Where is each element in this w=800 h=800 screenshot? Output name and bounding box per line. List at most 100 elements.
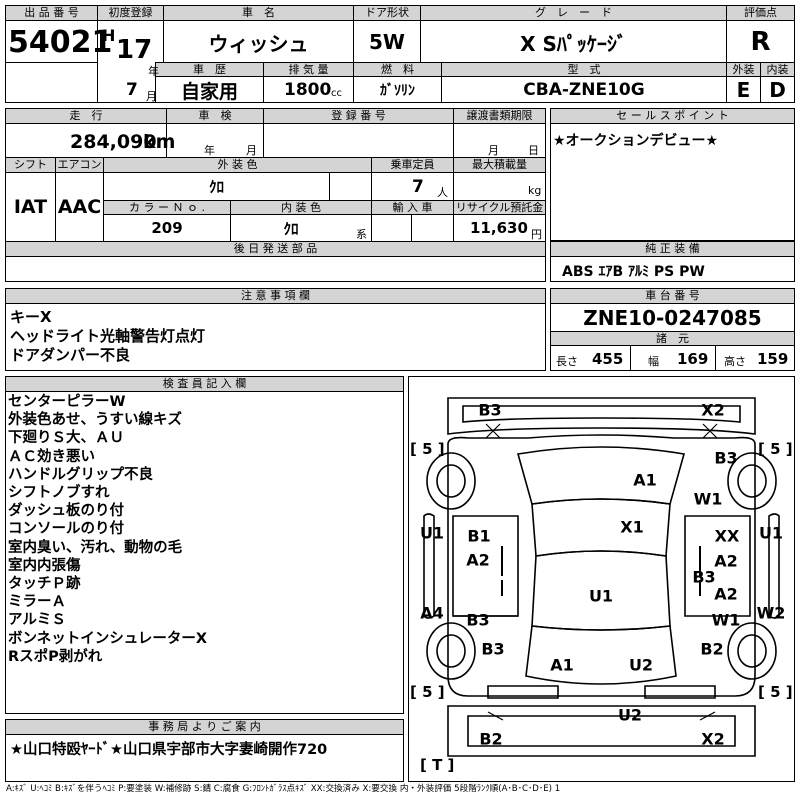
color: ｸﾛ	[208, 178, 224, 196]
inspection-label: 車 検	[198, 109, 232, 122]
height-value: 159	[757, 350, 789, 368]
recycle-label: リサイクル預託金	[455, 201, 544, 214]
month-unit: 月	[146, 90, 157, 103]
ext-score: E	[736, 78, 751, 102]
inspection-year-unit: 年	[204, 144, 215, 157]
mark-w2: W2	[756, 603, 786, 623]
tire-bracket-tl: [ 5 ]	[410, 440, 445, 458]
mark-u2-bottom: U2	[617, 705, 643, 725]
score-label: 評価点	[744, 6, 777, 19]
inspector-line: ハンドルグリップ不良	[8, 466, 153, 483]
capacity-label: 乗車定員	[390, 158, 435, 171]
width-label: 幅	[648, 355, 659, 368]
displacement-unit: cc	[331, 88, 342, 99]
inspector-line: コンソールのり付	[8, 521, 124, 538]
ext-label: 外装	[732, 63, 755, 76]
length-value: 455	[592, 350, 624, 368]
header-label-strip	[6, 6, 794, 20]
tire-bracket-tr: [ 5 ]	[758, 440, 793, 458]
note-line: キーX	[10, 308, 52, 326]
chassis-number: ZNE10-0247085	[583, 306, 762, 330]
office-text: ★山口特殴ﾔｰﾄﾞ★山口県宇部市大字妻崎開作720	[10, 742, 328, 758]
tire-bracket-bl: [ 5 ]	[410, 683, 445, 701]
mark-xx: XX	[714, 526, 740, 546]
color-label: 外 装 色	[217, 158, 258, 171]
height-label: 高さ	[724, 355, 746, 368]
mark-b2-bl: B2	[479, 729, 503, 749]
era: H	[102, 25, 116, 45]
legend: A:ｷｽﾞ U:ﾍｺﾐ B:ｷｽﾞを伴うﾍｺﾐ P:要塗装 W:補修跡 S:錆 …	[6, 784, 561, 794]
capacity: 7	[412, 176, 424, 197]
tire-bracket-br: [ 5 ]	[758, 683, 793, 701]
mileage-unit: km	[143, 131, 176, 153]
mark-w1-front: W1	[693, 489, 723, 509]
year-unit: 年	[148, 65, 159, 78]
lot-label: 出 品 番 号	[24, 6, 79, 19]
sales-point-box	[550, 108, 795, 241]
equipment-label: 純 正 装 備	[551, 242, 794, 257]
first-reg-label: 初度登録	[108, 6, 153, 19]
width-value: 169	[677, 350, 709, 368]
mark-u1-mid: U1	[588, 586, 614, 606]
grade-label: グ レ ー ド	[535, 6, 612, 19]
name-label: 車 名	[242, 6, 275, 19]
dims-label: 諸 元	[551, 332, 794, 346]
car-diagram	[423, 397, 780, 757]
model-label: 型 式	[567, 63, 601, 76]
shift-label: シフト	[14, 158, 47, 171]
capacity-unit: 人	[437, 186, 448, 199]
inspector-line: シフトノブすれ	[8, 485, 110, 502]
sales-point-label: セ ー ル ス ポ イ ン ト	[551, 109, 794, 124]
inspector-box	[5, 376, 404, 714]
door-label: ドア形状	[365, 6, 409, 19]
inspector-line: RスポP剥がれ	[8, 648, 103, 665]
mark-b3-right: B3	[692, 567, 716, 587]
inspector-list: センターピラーW 外装色あせ、うすい線キズ 下廻りＳ大、ＡＵ ＡＣ効き悪い ハン…	[8, 393, 207, 666]
int-label: 内装	[766, 63, 789, 76]
recycle-fee: 11,630	[470, 219, 528, 237]
length-label: 長さ	[556, 355, 578, 368]
fuel: ｶﾞｿﾘﾝ	[380, 83, 415, 99]
inspector-line: センターピラーW	[8, 394, 126, 410]
color-number: 209	[151, 219, 183, 237]
fuel-label: 燃 料	[381, 63, 414, 76]
transfer-day-unit: 日	[528, 144, 539, 157]
reg-month: 7	[126, 80, 138, 100]
displacement: 1800	[284, 80, 332, 100]
mark-b1: B1	[467, 526, 491, 546]
inspector-line: 室内臭い、汚れ、動物の毛	[8, 539, 183, 556]
ac: AAC	[57, 196, 102, 218]
history: 自家用	[180, 80, 238, 103]
note-line: ヘッドライト光軸警告灯点灯	[10, 327, 206, 345]
interior-label: 内 装 色	[281, 201, 321, 214]
grade: X Sﾊﾟｯｹｰｼﾞ	[520, 31, 627, 56]
inspector-line: ＡＣ効き悪い	[8, 448, 95, 465]
mark-a2-right2: A2	[714, 584, 738, 604]
mark-a2-right1: A2	[714, 551, 738, 571]
inspector-line: 外装色あせ、うすい線キズ	[8, 412, 182, 429]
equipment-text: ABS ｴｱB ｱﾙﾐ PS PW	[562, 264, 705, 280]
plate-label: 登 録 番 号	[331, 109, 386, 122]
score: R	[750, 27, 771, 57]
note-line: ドアダンパー不良	[10, 346, 131, 364]
inspector-label: 検 査 員 記 入 欄	[6, 377, 403, 392]
mark-b3-top: B3	[478, 400, 502, 420]
mark-u1-right: U1	[758, 523, 784, 543]
int-score: D	[769, 78, 786, 102]
maxload-unit: kg	[528, 184, 542, 197]
office-label: 事 務 局 よ り ご 案 内	[6, 720, 403, 735]
shift: IAT	[13, 196, 48, 218]
colorno-label: カ ラ ー Ｎ ｏ .	[129, 201, 205, 214]
mark-u1-left: U1	[419, 523, 445, 543]
history-label: 車 歴	[193, 63, 226, 76]
reg-year: 17	[116, 35, 153, 65]
transfer-month-unit: 月	[488, 144, 499, 157]
mileage: 284,090	[70, 131, 157, 153]
mark-a1-rear: A1	[550, 655, 574, 675]
inspector-line: ボンネットインシュレーターX	[8, 630, 208, 647]
maxload-label: 最大積載量	[472, 158, 527, 171]
interior-unit: 系	[356, 228, 367, 241]
mark-w1-rear: W1	[711, 610, 741, 630]
mileage-label: 走 行	[69, 109, 103, 122]
inspector-line: タッチＰ跡	[8, 576, 81, 593]
